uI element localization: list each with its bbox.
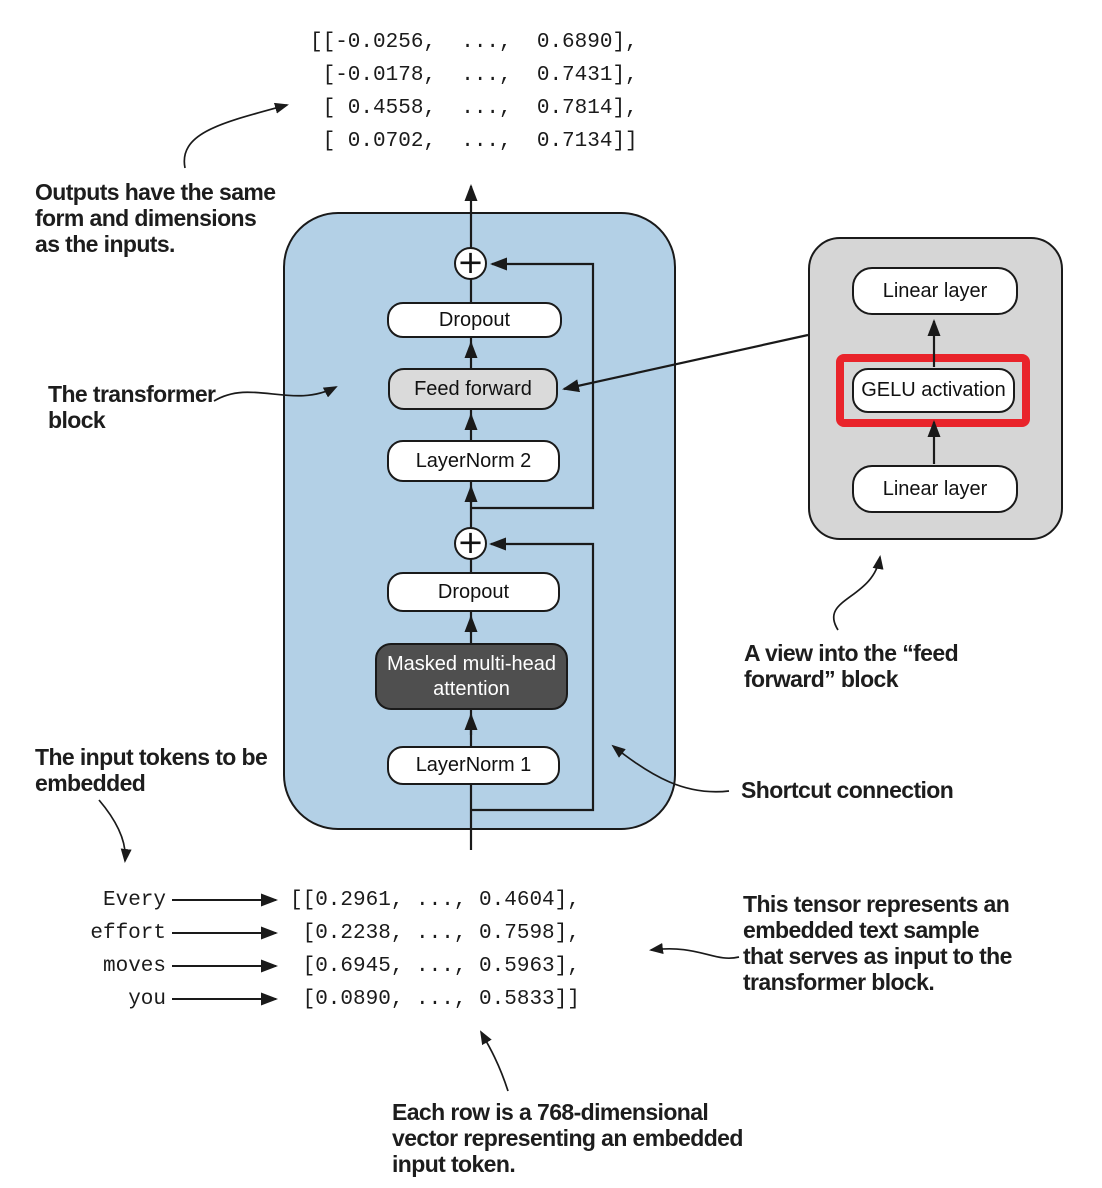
shortcut-note-arrow bbox=[611, 744, 730, 793]
row-note-arrow bbox=[480, 1030, 509, 1092]
shortcut-note: Shortcut connection bbox=[741, 777, 954, 803]
ffview-note: A view into the “feed forward” block bbox=[744, 640, 959, 692]
outputs-note-arrow bbox=[183, 102, 289, 169]
feed-forward-box: Feed forward bbox=[388, 368, 558, 410]
input-tokens-note: The input tokens to be embedded bbox=[35, 744, 268, 796]
shortcut-connection-lower bbox=[471, 537, 595, 812]
gelu-activation-box: GELU activation bbox=[852, 368, 1015, 413]
layernorm-2-box: LayerNorm 2 bbox=[387, 440, 560, 482]
outputs-note: Outputs have the same form and dimension… bbox=[35, 179, 276, 257]
shortcut-connection-upper bbox=[471, 257, 595, 510]
input-tokens-note-arrow bbox=[98, 799, 132, 863]
output-tensor-text: [[-0.0256, ..., 0.6890], [-0.0178, ..., … bbox=[310, 31, 638, 153]
transformer-note: The transformer block bbox=[48, 381, 216, 433]
tensor-note: This tensor represents an embedded text … bbox=[743, 891, 1012, 995]
plus-icon: + bbox=[457, 243, 484, 281]
ffview-note-arrow bbox=[832, 555, 884, 631]
masked-attention-box: Masked multi-head attention bbox=[375, 643, 568, 710]
plus-icon: + bbox=[457, 523, 484, 561]
input-tokens-list: Every effort moves you bbox=[90, 889, 166, 1011]
input-tensor-text: [[0.2961, ..., 0.4604], [0.2238, ..., 0.… bbox=[290, 889, 580, 1011]
linear-layer-top-box: Linear layer bbox=[852, 267, 1018, 315]
row-note: Each row is a 768-dimensional vector rep… bbox=[392, 1099, 743, 1177]
residual-add-icon: + bbox=[454, 243, 487, 281]
dropout-bottom-box: Dropout bbox=[387, 572, 560, 612]
linear-layer-bottom-box: Linear layer bbox=[852, 465, 1018, 513]
layernorm-1-box: LayerNorm 1 bbox=[387, 746, 560, 785]
residual-add-icon: + bbox=[454, 523, 487, 561]
transformer-note-arrow bbox=[213, 386, 338, 402]
tensor-note-arrow bbox=[649, 943, 740, 959]
dropout-top-box: Dropout bbox=[387, 302, 562, 338]
feed-forward-view-link-line bbox=[562, 333, 809, 393]
